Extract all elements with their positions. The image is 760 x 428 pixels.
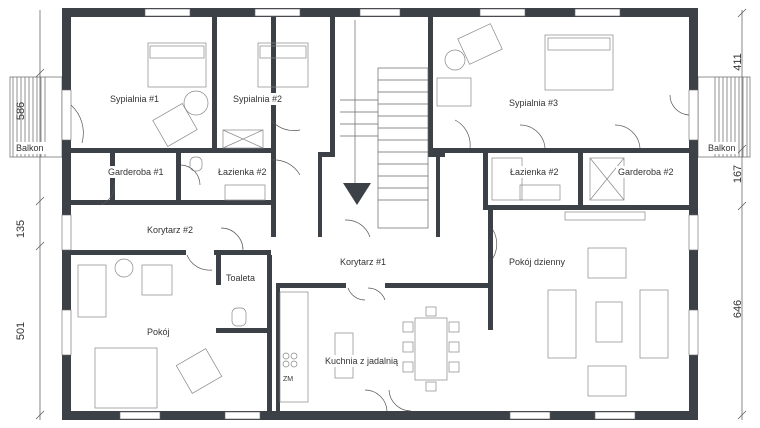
label-room: Pokój	[145, 326, 172, 338]
dimension-lines	[35, 8, 747, 420]
stair-direction-arrow	[343, 183, 371, 205]
label-wardrobe-1: Garderoba #1	[106, 166, 166, 178]
fridge-mark: ZM	[281, 374, 296, 386]
dimension-right-bottom: 646	[732, 299, 745, 319]
label-corridor-2: Korytarz #2	[145, 224, 196, 236]
stairs	[340, 20, 429, 229]
doors	[70, 94, 690, 412]
furniture	[77, 23, 669, 409]
label-balcony-left: Balkon	[14, 142, 46, 154]
interior-walls	[71, 17, 689, 411]
dimension-left-mid: 135	[15, 219, 28, 239]
label-living-room: Pokój dzienny	[507, 256, 568, 268]
label-bathroom-left: Łazienka #2	[216, 166, 269, 178]
label-kitchen: Kuchnia z jadalnią	[323, 355, 401, 367]
label-balcony-right: Balkon	[706, 142, 738, 154]
dimension-left-bottom: 501	[15, 321, 28, 341]
windows	[61, 8, 699, 420]
dimension-right-top: 411	[731, 53, 744, 71]
label-bedroom-1: Sypialnia #1	[108, 93, 162, 105]
balconies	[9, 76, 751, 158]
dimension-left-top: 586	[15, 101, 28, 121]
label-bedroom-2: Sypialnia #2	[231, 93, 285, 105]
label-wardrobe-2: Garderoba #2	[616, 166, 676, 178]
label-bedroom-3: Sypialnia #3	[507, 97, 561, 109]
dimension-right-mid: 167	[732, 164, 745, 184]
label-toilet: Toaleta	[224, 272, 258, 284]
label-corridor-1: Korytarz #1	[338, 256, 389, 268]
label-bathroom-right: Łazienka #2	[508, 166, 561, 178]
